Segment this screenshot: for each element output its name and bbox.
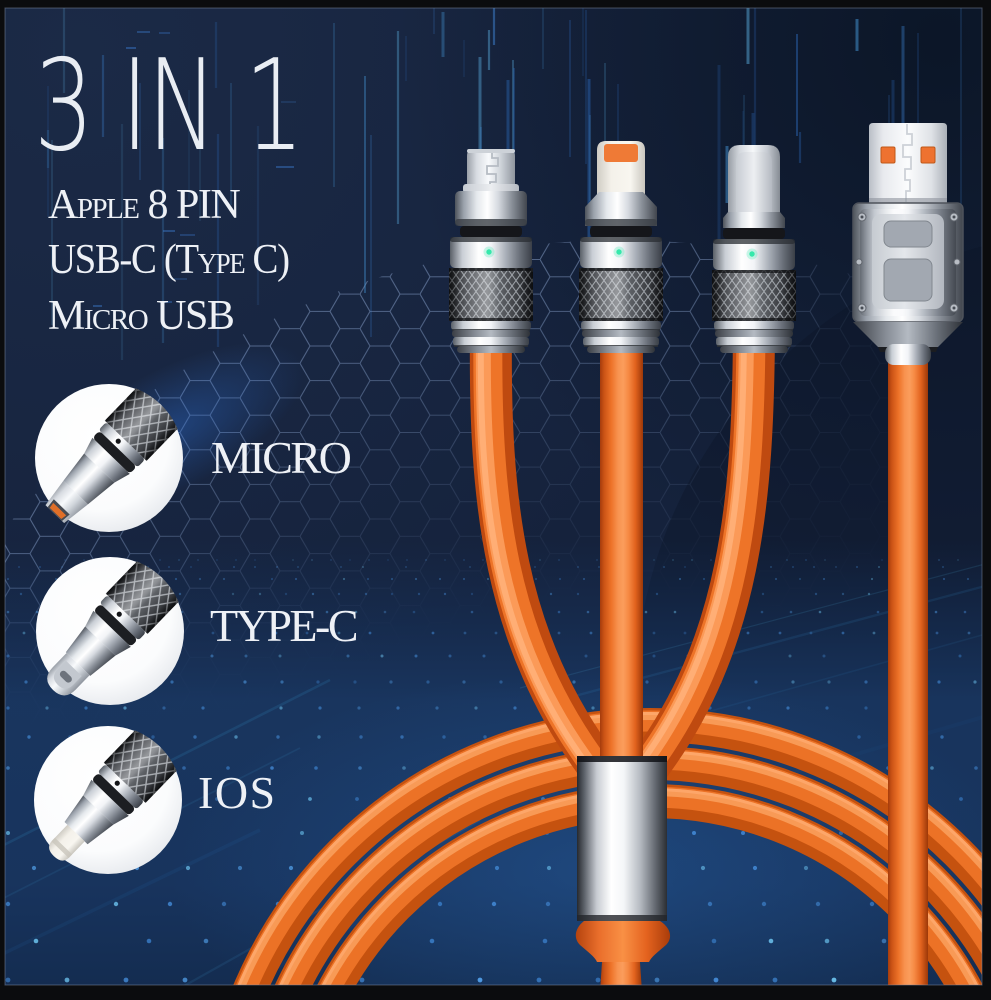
micro-callout-badge xyxy=(35,377,189,532)
feature-micro-usb: Micro USB xyxy=(48,293,235,339)
cables xyxy=(469,309,775,791)
callout-label-ios: IOS xyxy=(198,767,277,818)
callout-label-micro: MICRO xyxy=(211,432,352,483)
feature-apple-8-pin: Apple 8 PIN xyxy=(48,182,241,228)
feature-usb-c: USB-C (Type C) xyxy=(48,237,290,283)
callout-label-typec: TYPE-C xyxy=(210,600,359,651)
usb-c-connector xyxy=(712,145,796,353)
floor-dots xyxy=(5,559,978,983)
hero-title: 3 IN 1 xyxy=(34,32,304,179)
connector-callouts xyxy=(34,377,190,874)
lightning-connector xyxy=(579,141,663,353)
usb-a-connector xyxy=(852,123,964,365)
micro-usb-connector xyxy=(449,149,533,353)
cable-splitter xyxy=(575,756,671,985)
usb-a-cable xyxy=(888,345,928,985)
